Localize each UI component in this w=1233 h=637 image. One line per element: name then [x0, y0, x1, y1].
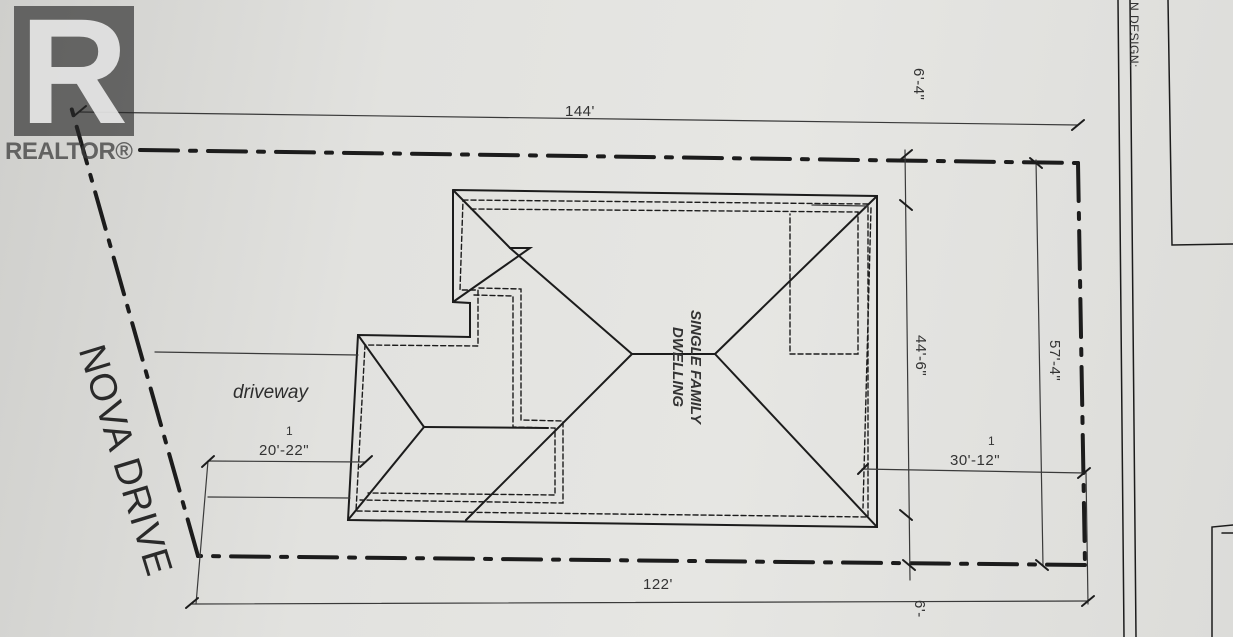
adjacent-lot: [1117, 0, 1233, 637]
dim-lot-depth: 57'-4": [1046, 340, 1063, 382]
dim-rear-setback: 30'-12": [950, 452, 1001, 469]
dim-front-setback-fraction: 1: [286, 424, 293, 438]
realtor-watermark: R REALTOR®: [5, 0, 142, 168]
house-inner-dashed: [355, 199, 872, 518]
house-outline: [346, 189, 878, 529]
realtor-logo-icon: R: [19, 0, 129, 155]
property-boundary: [68, 101, 1087, 567]
title-block-label: N DESIGN:: [1127, 2, 1141, 68]
dwelling-label-line1: SINGLE FAMILY: [687, 310, 704, 424]
dim-bottom-offset: 6'-: [911, 600, 928, 618]
dimension-ticks: [73, 105, 1095, 609]
dim-house-depth: 44'-6": [912, 335, 929, 377]
dwelling-label: SINGLE FAMILY DWELLING: [668, 292, 704, 442]
dimension-lines: [79, 111, 1089, 605]
realtor-logo-box: [14, 6, 134, 136]
driveway-label: driveway: [233, 382, 308, 403]
dim-bottom-length: 122': [643, 576, 673, 593]
dim-top-length: 144': [565, 103, 595, 120]
dim-rear-setback-fraction: 1: [988, 434, 995, 448]
dim-top-offset: 6'-4": [910, 68, 927, 101]
dim-front-setback: 20'-22": [259, 442, 310, 459]
dwelling-label-line2: DWELLING: [669, 327, 686, 407]
realtor-wordmark: REALTOR®: [5, 138, 133, 165]
